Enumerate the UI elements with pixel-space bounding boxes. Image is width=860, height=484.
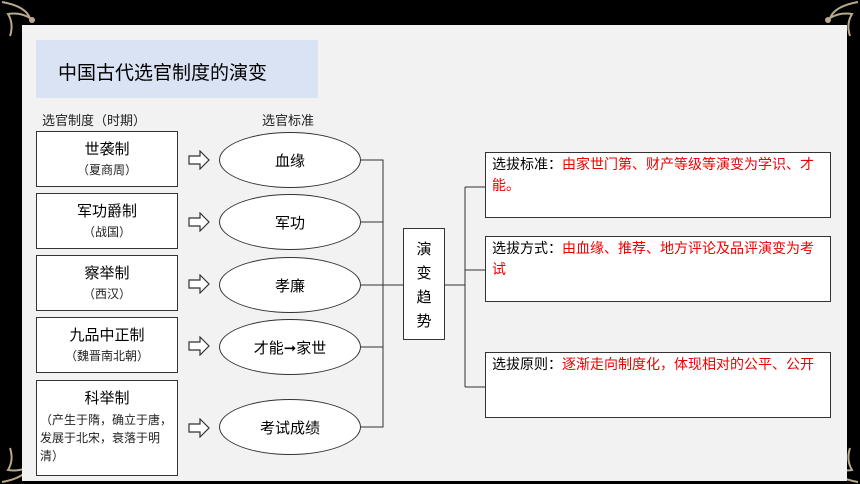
system-period: （魏晋南北朝） [64,349,149,363]
standard-ellipse: 军功 [219,194,361,250]
system-box: 世袭制 （夏商周） [36,131,178,187]
system-name: 九品中正制 [69,326,145,344]
arrow-right-icon [188,150,210,170]
system-box: 科举制 （产生于隋，确立于唐，发展于北宋，衰落于明清） [36,380,178,476]
header-system-period: 选官制度（时期） [42,114,147,129]
arrow-right-icon [188,274,210,294]
arrow-right-icon [188,418,210,438]
result-box: 选拔方式：由血缘、推荐、地方评论及品评演变为考试 [485,236,831,302]
system-name: 察举制 [84,264,130,282]
system-period: （西汉） [82,287,131,301]
result-label: 选拔原则： [492,357,562,373]
ornament-bottom-left-icon [1,447,33,483]
result-text: 由家世门第、财产等级等演变为学识、才能。 [492,157,814,194]
system-name: 科举制 [84,389,130,407]
standard-ellipse: 血缘 [219,132,361,188]
arrow-right-icon [188,336,210,356]
result-box: 选拔标准：由家世门第、财产等级等演变为学识、才能。 [485,152,831,218]
system-period: （产生于隋，确立于唐，发展于北宋，衰落于明清） [40,413,173,463]
page-title: 中国古代选官制度的演变 [58,62,268,84]
trend-char: 势 [416,312,432,330]
trend-char: 趋 [416,288,432,306]
system-name: 军功爵制 [76,202,137,220]
system-period: （夏商周） [76,163,137,177]
trend-char: 演 [416,240,432,258]
arrow-right-icon [188,212,210,232]
title-box [36,40,318,98]
result-text: 由血缘、推荐、地方评论及品评演变为考试 [492,241,814,278]
system-box: 军功爵制 （战国） [36,193,178,249]
ornament-top-right-icon [825,1,859,37]
trend-box: 演 变 趋 势 [403,228,445,340]
standard-ellipse: 才能➞家世 [219,319,361,375]
header-standard: 选官标准 [262,114,315,129]
standard-ellipse: 孝廉 [219,257,361,313]
result-label: 选拔标准： [492,157,562,173]
system-box: 察举制 （西汉） [36,255,178,311]
ornament-top-left-icon [1,1,35,37]
trend-char: 变 [416,264,432,282]
system-period: （战国） [82,225,131,239]
result-text: 逐渐走向制度化，体现相对的公平、公开 [562,357,814,373]
system-box: 九品中正制 （魏晋南北朝） [36,317,178,373]
result-label: 选拔方式： [492,241,562,257]
result-box: 选拔原则：逐渐走向制度化，体现相对的公平、公开 [485,352,831,418]
system-name: 世袭制 [84,140,130,158]
standard-ellipse: 考试成绩 [219,399,361,455]
